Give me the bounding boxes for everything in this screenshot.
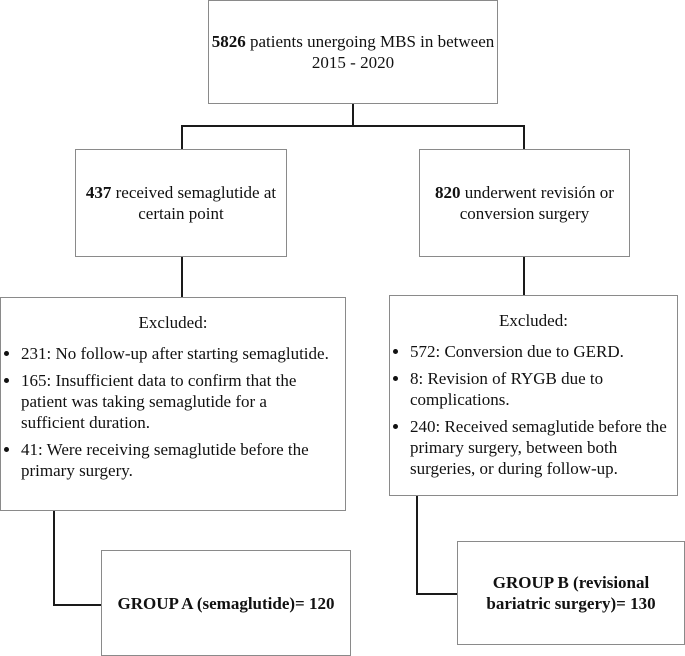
list-item: 240: Received semaglutide before the pri…: [410, 416, 667, 479]
semaglutide-count: 437: [85, 183, 112, 202]
group-b-box: GROUP B (revisional bariatric surgery)= …: [457, 541, 685, 645]
right-excluded-list: 572: Conversion due to GERD. 8: Revision…: [390, 341, 677, 479]
revision-count: 820: [435, 183, 461, 202]
connector-left-to-excluded: [181, 256, 183, 298]
connector-horizontal: [181, 125, 525, 127]
connector-top-vertical: [352, 104, 354, 126]
left-excluded-box: Excluded: 231: No follow-up after starti…: [0, 297, 346, 511]
revision-description: underwent revisión or conversion surgery: [459, 183, 614, 223]
group-a-box: GROUP A (semaglutide)= 120: [101, 550, 351, 656]
group-a-label: GROUP A (semaglutide)= 120: [117, 593, 335, 613]
right-excluded-title: Excluded:: [499, 311, 568, 330]
group-b-label: GROUP B (revisional bariatric surgery)= …: [486, 573, 656, 613]
semaglutide-box: 437 received semaglutide at certain poin…: [75, 149, 287, 257]
connector-left-to-group-a: [53, 604, 102, 606]
semaglutide-text: 437 received semaglutide at certain poin…: [82, 182, 280, 224]
left-excluded-title: Excluded:: [138, 313, 208, 332]
connector-right-to-group-b: [416, 593, 458, 595]
list-item: 8: Revision of RYGB due to complications…: [410, 368, 667, 410]
total-patients-text: 5826 patients unergoing MBS in between 2…: [209, 31, 497, 73]
connector-right-to-excluded: [523, 256, 525, 296]
connector-left-excluded-down: [53, 510, 55, 606]
total-patients-count: 5826: [211, 32, 246, 51]
connector-right-down: [523, 125, 525, 150]
right-excluded-box: Excluded: 572: Conversion due to GERD. 8…: [389, 295, 678, 496]
list-item: 231: No follow-up after starting semaglu…: [21, 343, 335, 364]
revision-text: 820 underwent revisión or conversion sur…: [426, 182, 623, 224]
connector-right-excluded-down: [416, 495, 418, 595]
list-item: 41: Were receiving semaglutide before th…: [21, 439, 335, 481]
total-patients-description: patients unergoing MBS in between 2015 -…: [245, 32, 495, 72]
semaglutide-description: received semaglutide at certain point: [111, 183, 277, 223]
connector-left-down: [181, 125, 183, 150]
total-patients-box: 5826 patients unergoing MBS in between 2…: [208, 0, 498, 104]
revision-box: 820 underwent revisión or conversion sur…: [419, 149, 630, 257]
list-item: 572: Conversion due to GERD.: [410, 341, 667, 362]
list-item: 165: Insufficient data to confirm that t…: [21, 370, 335, 433]
left-excluded-list: 231: No follow-up after starting semaglu…: [1, 343, 345, 481]
